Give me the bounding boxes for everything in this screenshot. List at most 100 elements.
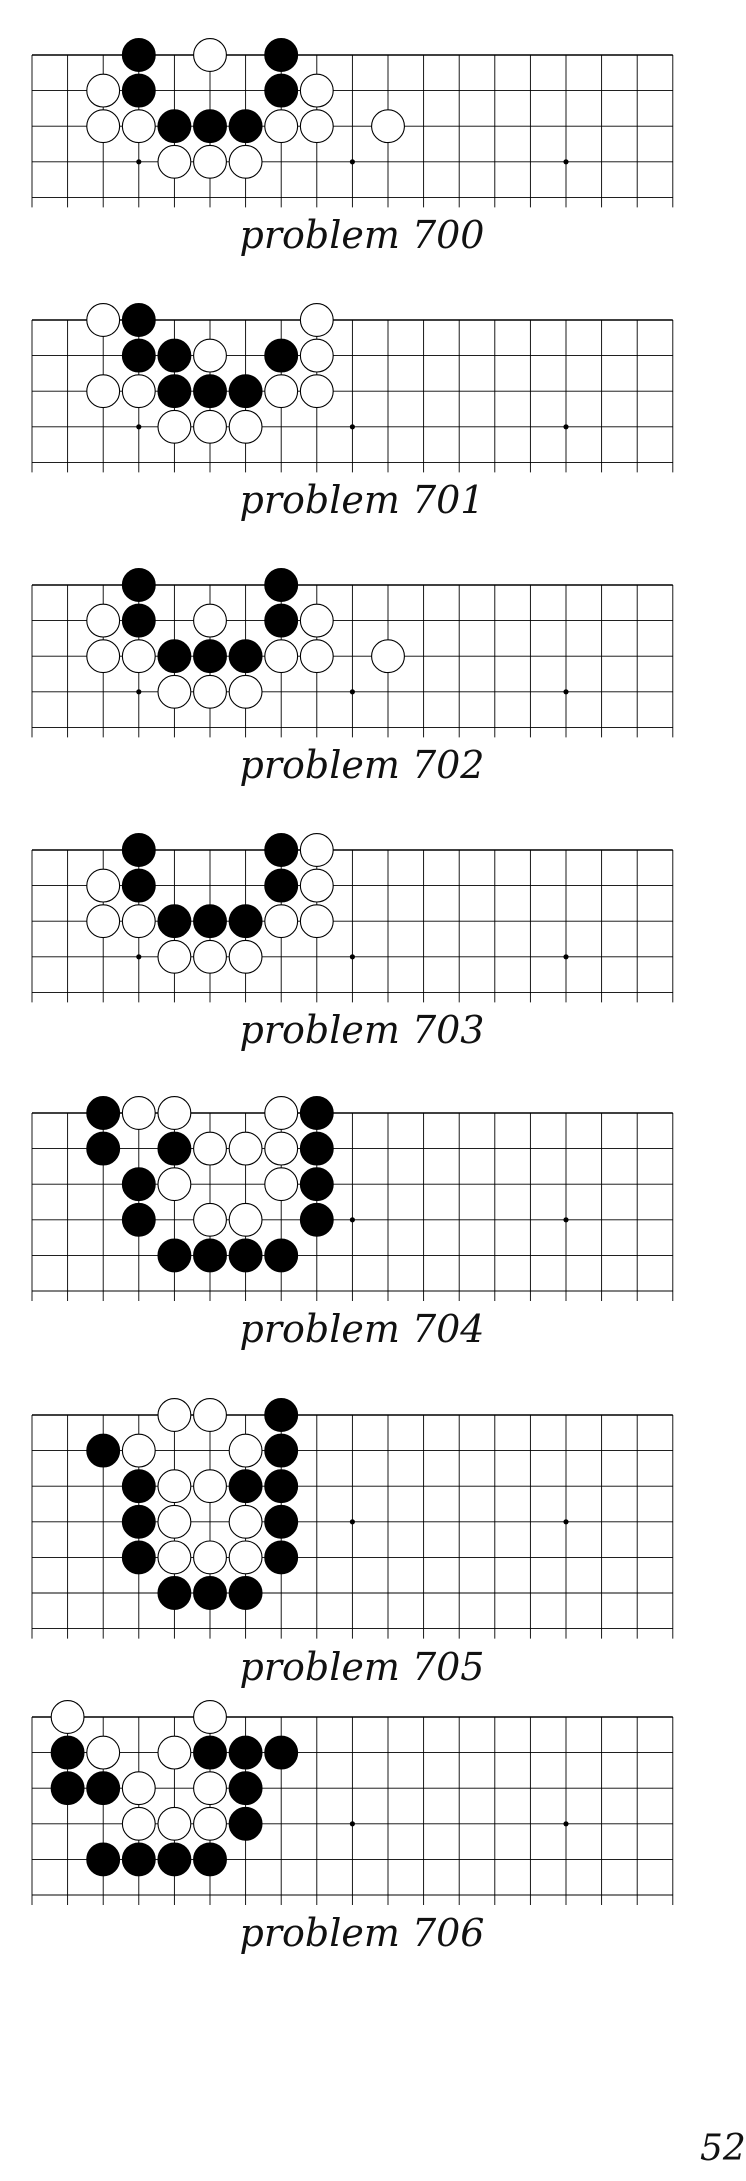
- star-point: [349, 1821, 355, 1827]
- white-stone: [193, 674, 227, 709]
- black-stone: [264, 1504, 299, 1539]
- black-stone: [86, 1131, 121, 1166]
- black-stone: [264, 1540, 299, 1575]
- white-stone: [264, 1096, 299, 1130]
- white-stone: [121, 1433, 156, 1468]
- star-point: [563, 159, 569, 165]
- black-stone: [193, 109, 227, 144]
- go-problem: problem 700: [0, 38, 724, 297]
- star-point: [563, 1519, 569, 1525]
- black-stone: [228, 1806, 263, 1841]
- white-stone: [193, 939, 227, 974]
- white-stone: [193, 1469, 227, 1504]
- black-stone: [299, 1131, 334, 1166]
- black-stone: [228, 1469, 263, 1504]
- black-stone: [193, 374, 227, 409]
- black-stone: [193, 1576, 227, 1610]
- white-stone: [228, 409, 263, 444]
- white-stone: [86, 73, 121, 108]
- star-point: [349, 1217, 355, 1223]
- page-number: 52: [700, 2128, 746, 2169]
- black-stone: [228, 1771, 263, 1806]
- black-stone: [121, 1842, 156, 1877]
- white-stone: [264, 374, 299, 409]
- white-stone: [193, 1398, 227, 1432]
- white-stone: [299, 904, 334, 939]
- black-stone: [264, 73, 299, 108]
- white-stone: [157, 1469, 192, 1504]
- star-point: [563, 424, 569, 430]
- go-board: [31, 1096, 674, 1301]
- black-stone: [86, 1771, 121, 1806]
- white-stone: [86, 1735, 121, 1770]
- black-stone: [121, 833, 156, 867]
- white-stone: [86, 603, 121, 638]
- white-stone: [193, 1202, 227, 1237]
- white-stone: [299, 303, 334, 337]
- black-stone: [264, 868, 299, 903]
- star-point: [563, 954, 569, 960]
- white-stone: [228, 1202, 263, 1237]
- go-board: [31, 568, 674, 738]
- star-point: [349, 954, 355, 960]
- black-stone: [264, 1238, 299, 1273]
- white-stone: [299, 338, 334, 373]
- problem-caption: problem 703: [239, 1008, 485, 1053]
- go-problem: problem 703: [0, 833, 724, 1092]
- white-stone: [157, 1806, 192, 1841]
- white-stone: [299, 73, 334, 108]
- star-point: [349, 689, 355, 695]
- white-stone: [86, 109, 121, 144]
- black-stone: [157, 109, 192, 144]
- white-stone: [228, 1131, 263, 1166]
- black-stone: [157, 1842, 192, 1877]
- white-stone: [157, 144, 192, 179]
- black-stone: [264, 833, 299, 867]
- black-stone: [228, 904, 263, 939]
- black-stone: [121, 868, 156, 903]
- white-stone: [193, 603, 227, 638]
- problem-caption: problem 701: [239, 478, 485, 523]
- star-point: [563, 689, 569, 695]
- black-stone: [228, 1576, 263, 1610]
- black-stone: [121, 1469, 156, 1504]
- white-stone: [264, 1131, 299, 1166]
- white-stone: [157, 1398, 192, 1432]
- black-stone: [121, 73, 156, 108]
- white-stone: [157, 409, 192, 444]
- star-point: [136, 159, 142, 165]
- black-stone: [193, 1238, 227, 1273]
- black-stone: [264, 1735, 299, 1770]
- white-stone: [86, 374, 121, 409]
- white-stone: [228, 939, 263, 974]
- white-stone: [299, 639, 334, 674]
- white-stone: [121, 639, 156, 674]
- problem-caption: problem 706: [239, 1911, 485, 1955]
- white-stone: [228, 674, 263, 709]
- black-stone: [264, 1469, 299, 1504]
- star-point: [349, 159, 355, 165]
- white-stone: [121, 374, 156, 409]
- white-stone: [86, 303, 121, 337]
- black-stone: [121, 1167, 156, 1202]
- white-stone: [193, 409, 227, 444]
- black-stone: [264, 568, 299, 602]
- go-board: [31, 833, 674, 1003]
- white-stone: [121, 1806, 156, 1841]
- white-stone: [264, 109, 299, 144]
- black-stone: [264, 38, 299, 72]
- black-stone: [299, 1167, 334, 1202]
- white-stone: [193, 338, 227, 373]
- go-problem: problem 702: [0, 568, 724, 827]
- star-point: [349, 424, 355, 430]
- problem-caption: problem 705: [239, 1644, 485, 1689]
- white-stone: [299, 833, 334, 867]
- black-stone: [121, 1202, 156, 1237]
- white-stone: [157, 1735, 192, 1770]
- black-stone: [86, 1096, 121, 1130]
- black-stone: [50, 1735, 85, 1770]
- white-stone: [371, 109, 405, 144]
- black-stone: [157, 338, 192, 373]
- go-board: [31, 303, 674, 473]
- white-stone: [228, 1540, 263, 1575]
